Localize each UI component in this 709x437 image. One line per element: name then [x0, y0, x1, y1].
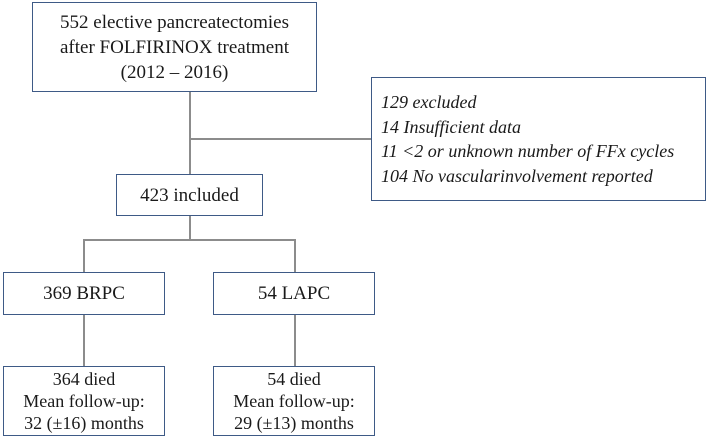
brpc-box: 369 BRPC	[3, 272, 165, 315]
lapc-box: 54 LAPC	[213, 272, 375, 315]
brpc-outcome-line-1: 364 died	[52, 369, 116, 389]
connector-to-brpc	[83, 239, 85, 272]
cohort-line-2: after FOLFIRINOX treatment	[60, 36, 289, 58]
lapc-outcome-line-2: Mean follow-up:	[233, 391, 355, 411]
lapc-outcome-line-3: 29 (±13) months	[234, 413, 354, 433]
cohort-line-1: 552 elective pancreatectomies	[60, 11, 289, 33]
excluded-line-2: 14 Insufficient data	[381, 116, 521, 137]
brpc-outcome-line-3: 32 (±16) months	[24, 413, 144, 433]
connector-top-to-included	[189, 92, 191, 174]
cohort-line-3: (2012 – 2016)	[120, 61, 229, 83]
excluded-line-1: 129 excluded	[381, 92, 477, 112]
included-label: 423 included	[140, 184, 239, 206]
lapc-outcome-line-1: 54 died	[267, 369, 321, 389]
brpc-label: 369 BRPC	[43, 283, 125, 304]
lapc-label: 54 LAPC	[257, 283, 331, 304]
cohort-box: 552 elective pancreatectomies after FOLF…	[32, 2, 317, 92]
brpc-outcome-line-2: Mean follow-up:	[23, 391, 145, 411]
connector-brpc-to-outcome	[83, 315, 85, 366]
connector-to-lapc	[294, 239, 296, 272]
connector-included-down	[189, 216, 191, 240]
excluded-box: 129 excluded 14 Insufficient data 11 <2 …	[371, 77, 706, 201]
connector-branch	[83, 239, 295, 241]
lapc-outcome-box: 54 died Mean follow-up: 29 (±13) months	[213, 366, 375, 436]
included-box: 423 included	[116, 174, 263, 216]
brpc-outcome-box: 364 died Mean follow-up: 32 (±16) months	[3, 366, 165, 436]
excluded-line-4: 104 No vascularinvolvement reported	[381, 165, 653, 186]
connector-to-excluded	[189, 138, 371, 140]
connector-lapc-to-outcome	[294, 315, 296, 366]
excluded-line-3: 11 <2 or unknown number of FFx cycles	[381, 141, 675, 161]
